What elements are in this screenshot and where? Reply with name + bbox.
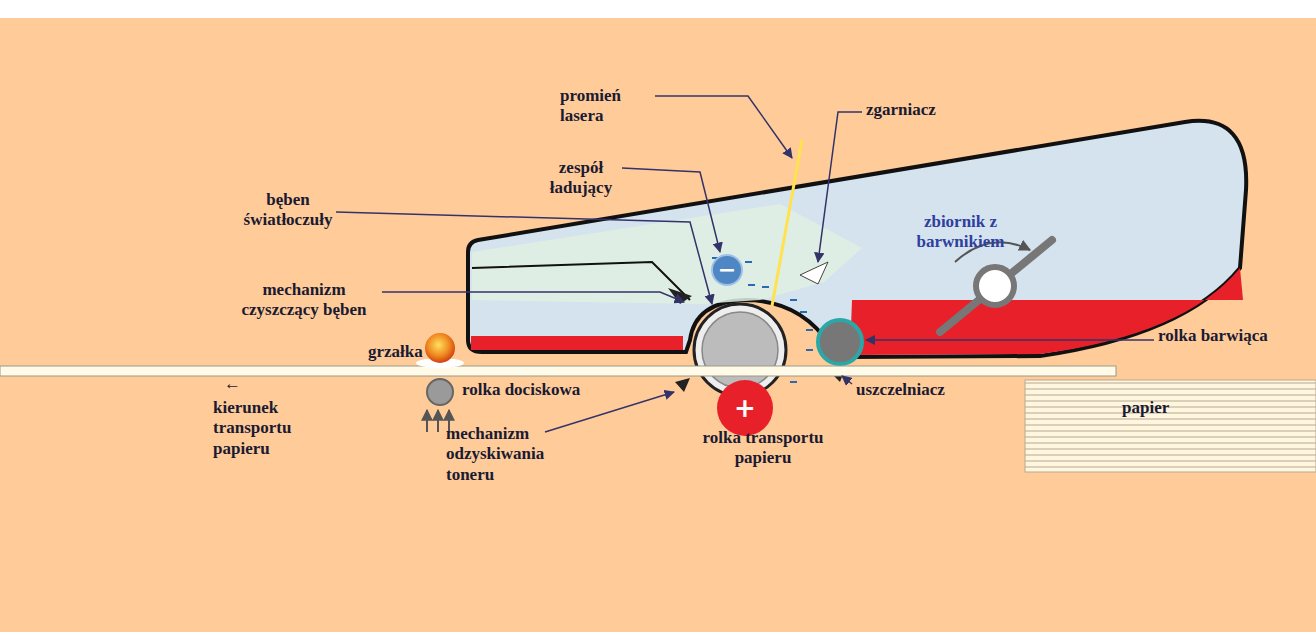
part-label: zbiornik z barwnikiem: [893, 212, 1028, 253]
part-label: zespół ładujący: [540, 158, 622, 199]
part-label: mechanizm odzyskiwania toneru: [446, 424, 550, 485]
part-label: ←: [224, 374, 241, 394]
charge-sign: +: [734, 395, 756, 421]
part-label: kierunek transportu papieru: [213, 398, 309, 459]
charging-roller: −: [711, 254, 743, 286]
charge-sign: −: [718, 259, 736, 281]
part-label: uszczelniacz: [856, 380, 945, 400]
part-label: promień lasera: [560, 86, 652, 127]
transfer-roller: +: [717, 380, 773, 436]
part-label: zgarniacz: [866, 100, 996, 120]
part-label: rolka dociskowa: [462, 380, 580, 400]
part-label: mechanizm czyszczący bęben: [228, 280, 380, 321]
part-label: bęben światłoczuły: [232, 190, 344, 231]
part-label: rolka transportu papieru: [688, 428, 838, 469]
part-label: grzałka: [368, 342, 423, 362]
part-label: papier: [1122, 398, 1169, 418]
part-label: rolka barwiąca: [1158, 326, 1268, 346]
